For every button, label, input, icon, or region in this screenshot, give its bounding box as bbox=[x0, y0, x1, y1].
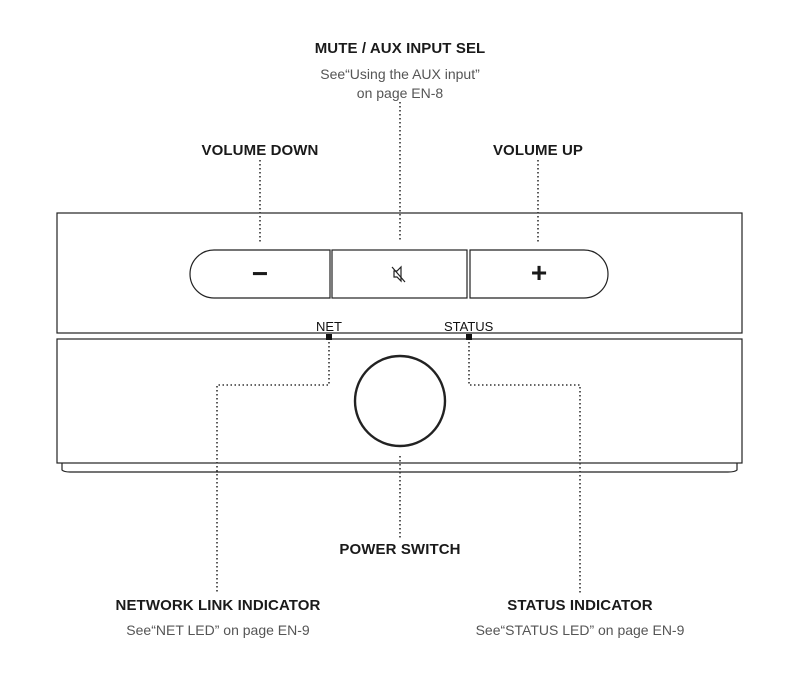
device-base bbox=[61, 463, 738, 473]
volume-up-label: VOLUME UP bbox=[492, 142, 584, 159]
leader-lines bbox=[216, 102, 581, 594]
mute-note-line1: See“Using the AUX input” bbox=[320, 66, 480, 82]
net-label: NET bbox=[316, 319, 342, 334]
mute-title: MUTE / AUX INPUT SEL bbox=[314, 40, 486, 57]
network-note: See“NET LED” on page EN-9 bbox=[126, 622, 310, 638]
volume-up-button[interactable] bbox=[469, 249, 609, 299]
mute-note-line2: on page EN-8 bbox=[356, 85, 444, 101]
net-led bbox=[326, 334, 332, 340]
status-note: See“STATUS LED” on page EN-9 bbox=[475, 622, 685, 638]
status-leader bbox=[468, 342, 581, 594]
status-indicator-label: STATUS INDICATOR bbox=[507, 597, 653, 614]
status-led bbox=[466, 334, 472, 340]
speaker-mute-icon bbox=[391, 265, 406, 283]
volume-down-button[interactable] bbox=[189, 249, 331, 299]
power-switch-label: POWER SWITCH bbox=[339, 541, 461, 558]
status-label: STATUS bbox=[444, 319, 494, 334]
minus-symbol: − bbox=[251, 258, 269, 289]
power-switch-knob[interactable] bbox=[353, 354, 447, 448]
volume-down-label: VOLUME DOWN bbox=[201, 142, 319, 159]
network-link-indicator-label: NETWORK LINK INDICATOR bbox=[115, 597, 321, 614]
plus-symbol: + bbox=[530, 257, 548, 288]
mute-button[interactable] bbox=[331, 249, 468, 299]
net-leader bbox=[216, 342, 330, 594]
